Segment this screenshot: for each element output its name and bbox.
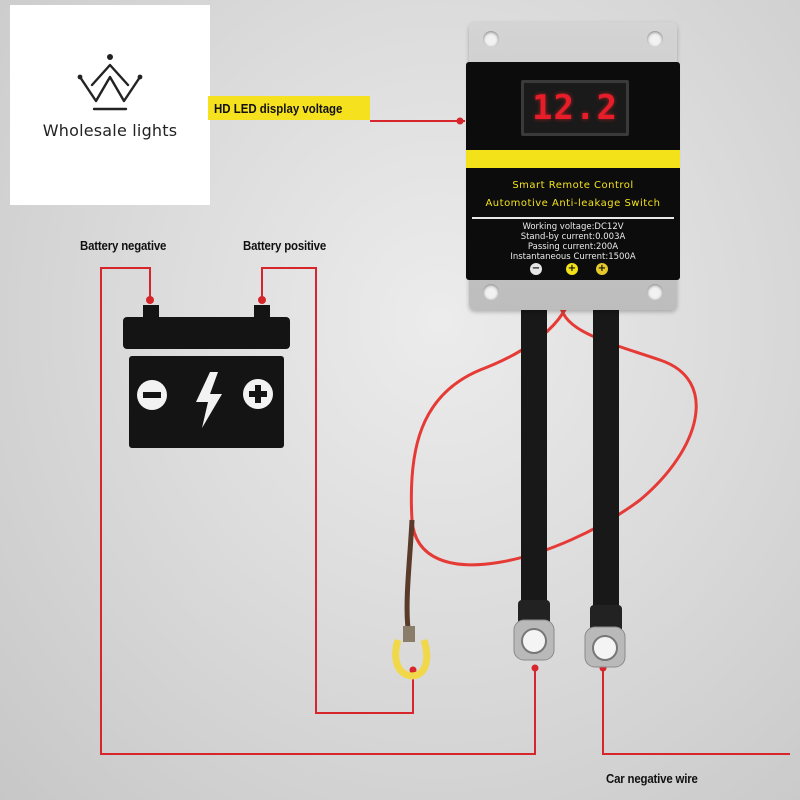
spec-standby-current: Stand-by current:0.003A (520, 232, 626, 242)
spec-working-voltage: Working voltage:DC12V (522, 222, 624, 232)
small-ring-terminal (392, 626, 431, 680)
hd-display-label: HD LED display voltage (208, 96, 370, 120)
logo-text: Wholesale lights (42, 121, 178, 140)
divider (472, 217, 674, 219)
wire-battery-negative (100, 267, 536, 755)
terminal-plus-icon: + (566, 263, 578, 275)
voltage-display: 12.2 (521, 80, 629, 136)
node-dot (146, 296, 154, 304)
yellow-band (466, 150, 680, 168)
mount-hole (483, 284, 499, 300)
device-title-2: Automotive Anti-leakage Switch (485, 198, 661, 209)
crown-icon (77, 54, 143, 111)
node-dot (258, 296, 266, 304)
lightning-icon (196, 372, 222, 428)
car-negative-label: Car negative wire (606, 771, 698, 786)
red-wire-tail (404, 519, 415, 629)
spec-instantaneous-current: Instantaneous Current:1500A (510, 252, 636, 262)
wire-battery-positive (261, 267, 414, 714)
node-dot (531, 664, 539, 672)
terminal-control-icon: + (596, 263, 608, 275)
battery-negative-label: Battery negative (80, 238, 167, 253)
node-dot (409, 666, 417, 674)
mount-hole (647, 284, 663, 300)
battery-icon (123, 305, 290, 448)
battery-cables (513, 290, 626, 668)
node-dot (456, 117, 464, 125)
logo: Wholesale lights (10, 5, 210, 205)
wire-car-negative (602, 668, 790, 755)
voltage-value: 12.2 (532, 88, 618, 128)
device-title-1: Smart Remote Control (512, 180, 634, 191)
terminal-minus-icon: − (530, 263, 542, 275)
red-control-wire (409, 297, 698, 567)
mount-hole (483, 31, 499, 47)
mount-hole (647, 31, 663, 47)
spec-passing-current: Passing current:200A (527, 242, 619, 252)
battery-positive-label: Battery positive (243, 238, 327, 253)
